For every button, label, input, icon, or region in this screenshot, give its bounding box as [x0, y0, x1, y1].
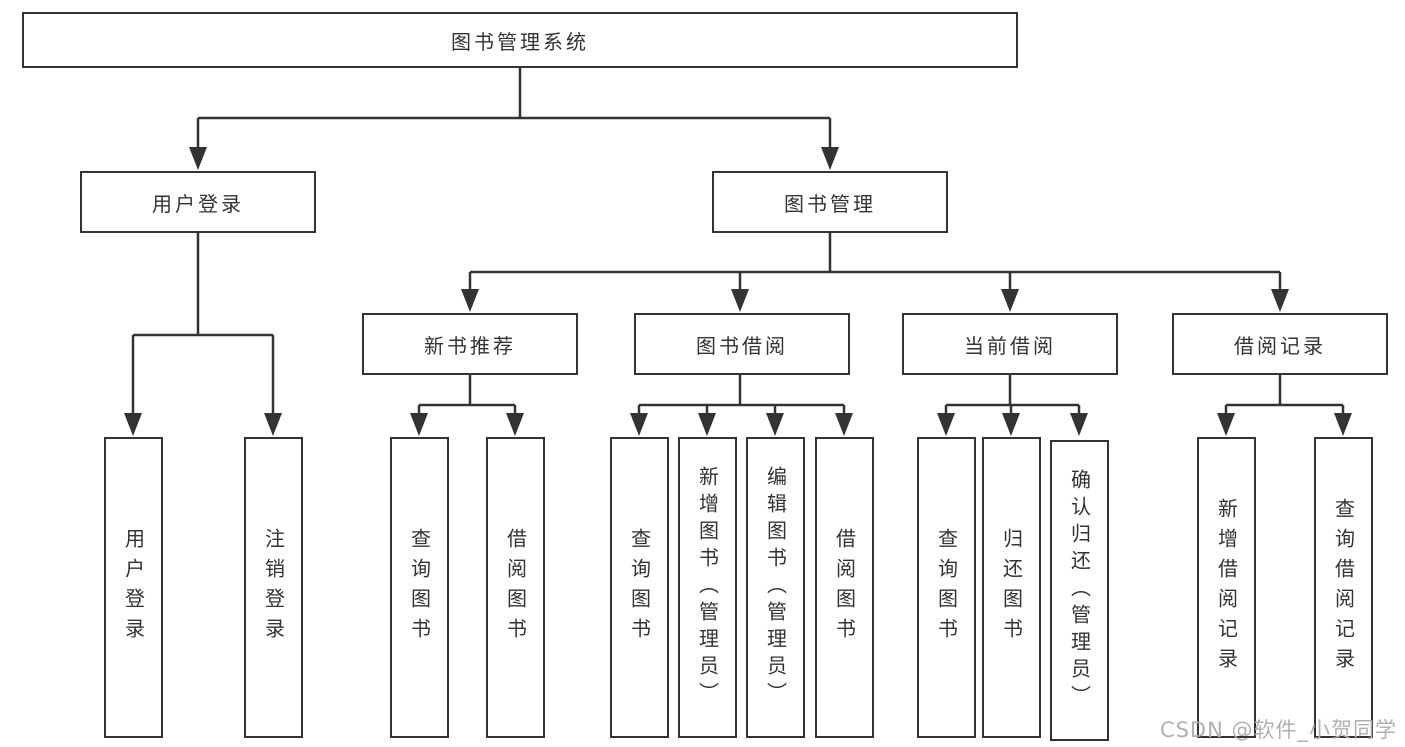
node-root-label: 图书管理系统 [451, 29, 589, 54]
leaf-return-book-label: 归还图书 [999, 527, 1024, 648]
leaf-edit-book-admin: 编辑图书（管理员） [746, 437, 805, 738]
connector-new-book-recommend [417, 375, 517, 415]
node-user-login: 用户登录 [80, 171, 316, 233]
arrow-down-icon [766, 413, 784, 436]
node-book-borrow: 图书借阅 [634, 313, 850, 375]
node-borrow-records: 借阅记录 [1172, 313, 1388, 375]
node-user-login-label: 用户登录 [152, 191, 244, 216]
leaf-confirm-return-admin: 确认归还（管理员） [1050, 440, 1109, 741]
leaf-borrow-books-recommend: 借阅图书 [486, 437, 545, 738]
leaf-query-borrow-record-label: 查询借阅记录 [1331, 497, 1356, 678]
connector-book-management [468, 233, 1282, 292]
leaf-user-login: 用户登录 [104, 437, 163, 738]
leaf-query-books-borrow-label: 查询图书 [627, 527, 652, 648]
node-new-book-recommend: 新书推荐 [362, 313, 578, 375]
node-borrow-records-label: 借阅记录 [1234, 333, 1326, 358]
arrow-down-icon [835, 413, 853, 436]
leaf-borrow-books-recommend-label: 借阅图书 [503, 527, 528, 648]
leaf-add-book-admin: 新增图书（管理员） [678, 437, 737, 738]
leaf-user-login-label: 用户登录 [121, 527, 146, 648]
node-root: 图书管理系统 [22, 12, 1018, 68]
connector-root [196, 68, 832, 150]
arrow-down-icon [189, 147, 207, 170]
node-book-management: 图书管理 [712, 171, 948, 233]
arrow-down-icon [1334, 413, 1352, 436]
leaf-edit-book-admin-label: 编辑图书（管理员） [763, 466, 788, 709]
node-new-book-recommend-label: 新书推荐 [424, 333, 516, 358]
leaf-borrow-book-label: 借阅图书 [832, 527, 857, 648]
node-book-management-label: 图书管理 [784, 191, 876, 216]
arrow-down-icon [1002, 413, 1020, 436]
leaf-query-books-current-label: 查询图书 [934, 527, 959, 648]
arrow-down-icon [821, 147, 839, 170]
node-current-borrow: 当前借阅 [902, 313, 1118, 375]
node-book-borrow-label: 图书借阅 [696, 333, 788, 358]
arrow-down-icon [264, 413, 282, 436]
arrow-down-icon [698, 413, 716, 436]
leaf-add-book-admin-label: 新增图书（管理员） [695, 466, 720, 709]
arrow-down-icon [630, 413, 648, 436]
leaf-query-books-borrow: 查询图书 [610, 437, 669, 738]
arrow-down-icon [410, 413, 428, 436]
arrow-down-icon [506, 413, 524, 436]
leaf-borrow-book: 借阅图书 [815, 437, 874, 738]
arrow-down-icon [1217, 413, 1235, 436]
arrow-down-icon [1271, 289, 1289, 312]
arrow-down-icon [461, 289, 479, 312]
leaf-logout-login: 注销登录 [244, 437, 303, 738]
leaf-logout-login-label: 注销登录 [261, 527, 286, 648]
connector-borrow-records [1224, 375, 1345, 415]
connector-user-login [131, 233, 275, 415]
leaf-return-book: 归还图书 [982, 437, 1041, 738]
arrow-down-icon [124, 413, 142, 436]
arrow-down-icon [731, 289, 749, 312]
arrow-down-icon [1001, 289, 1019, 312]
arrow-down-icon [1070, 413, 1088, 436]
leaf-add-borrow-record: 新增借阅记录 [1197, 437, 1256, 738]
leaf-add-borrow-record-label: 新增借阅记录 [1214, 497, 1239, 678]
leaf-query-books-recommend-label: 查询图书 [407, 527, 432, 648]
arrow-down-icon [937, 413, 955, 436]
connector-current-borrow [944, 375, 1081, 415]
connector-book-borrow [637, 375, 846, 415]
leaf-query-books-current: 查询图书 [917, 437, 976, 738]
leaf-confirm-return-admin-label: 确认归还（管理员） [1067, 469, 1092, 712]
leaf-query-borrow-record: 查询借阅记录 [1314, 437, 1373, 738]
node-current-borrow-label: 当前借阅 [964, 333, 1056, 358]
watermark: CSDN @软件_小贺同学 [1159, 718, 1397, 742]
leaf-query-books-recommend: 查询图书 [390, 437, 449, 738]
